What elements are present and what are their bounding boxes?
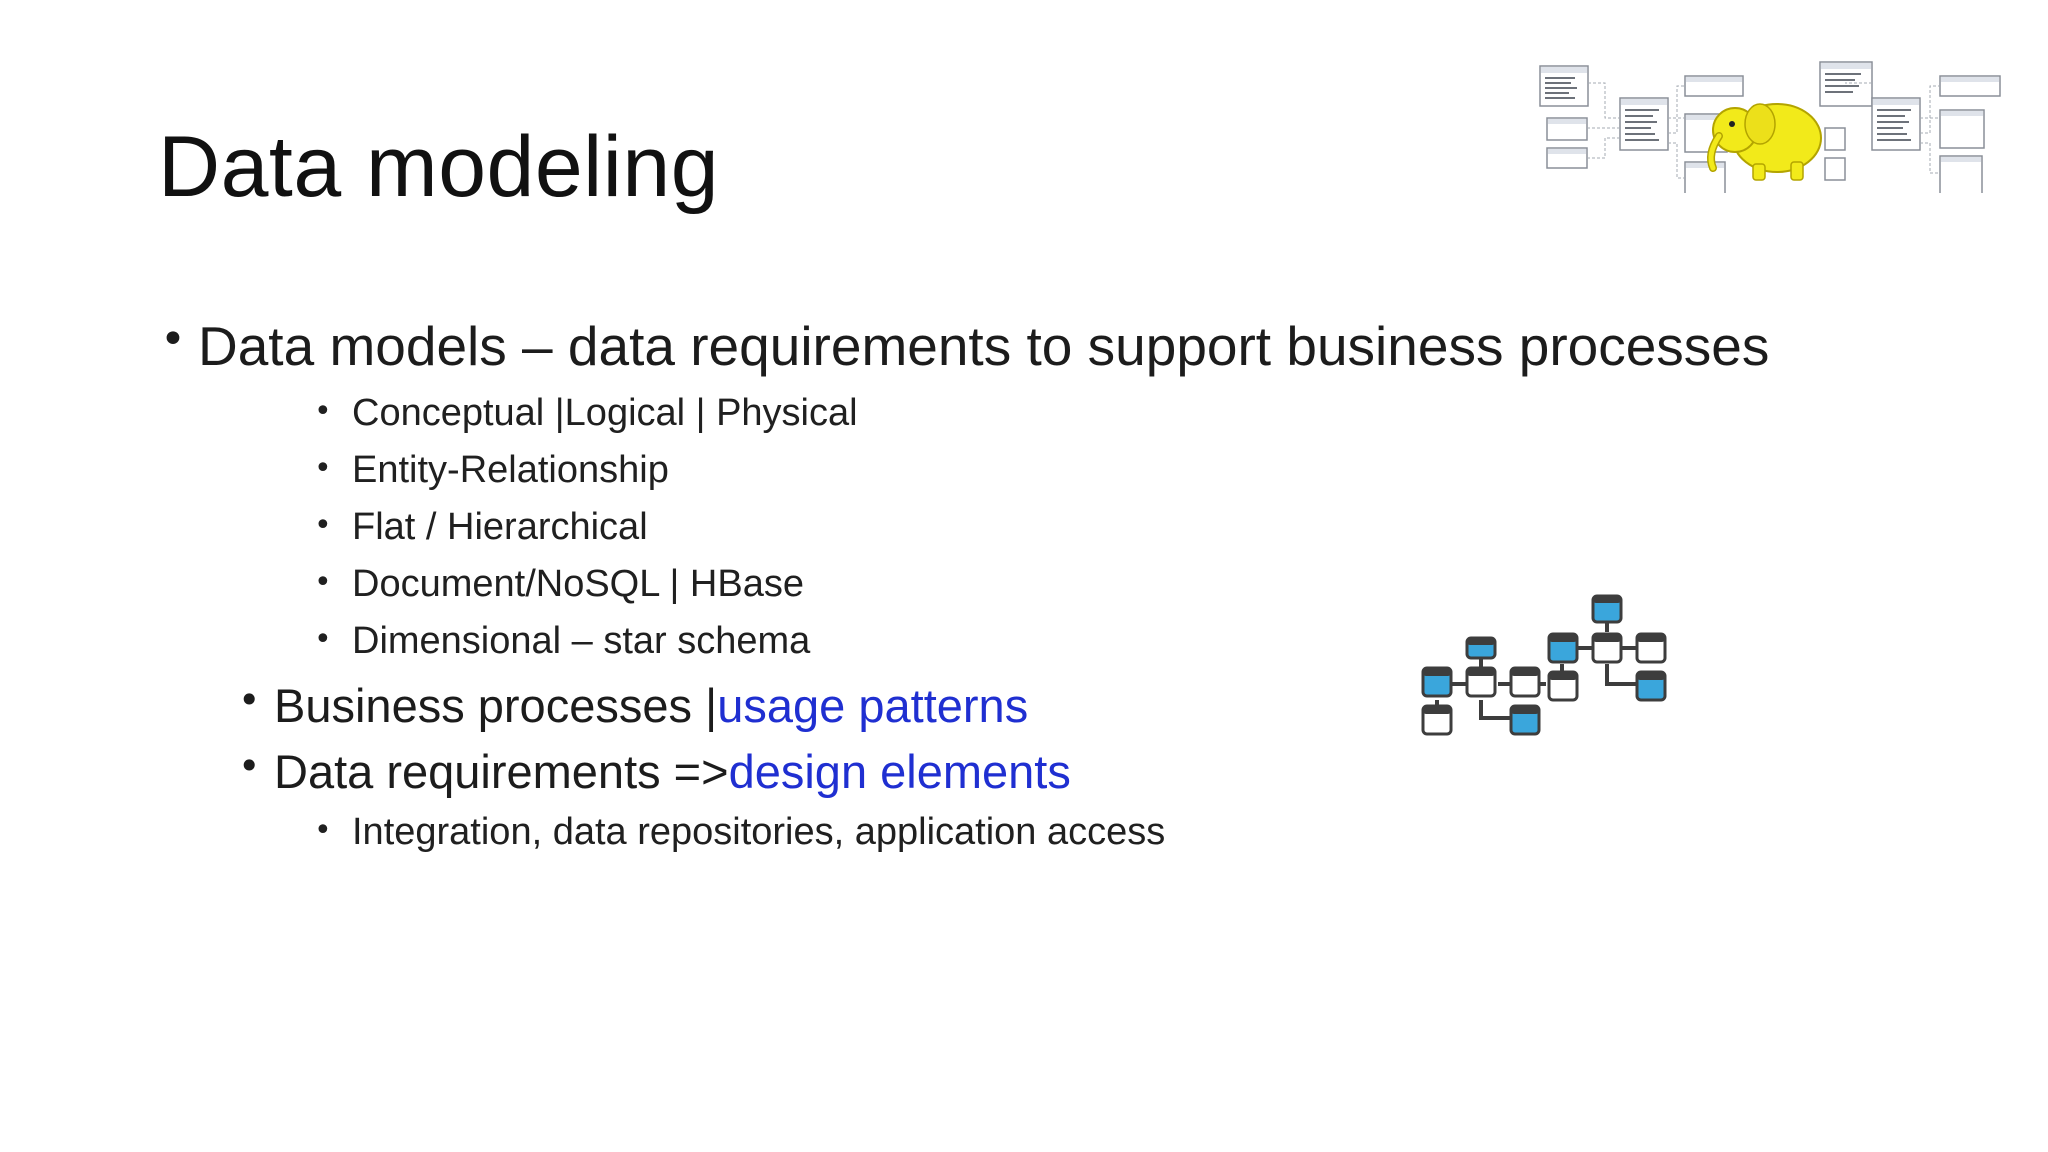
data-network-icon xyxy=(1421,594,1667,736)
accent-text: design elements xyxy=(728,745,1071,798)
bullet-text: Entity-Relationship xyxy=(352,449,669,491)
list-item: • Flat / Hierarchical xyxy=(314,506,648,549)
bullet-marker: • xyxy=(314,622,332,657)
bullet-text: Dimensional – star schema xyxy=(352,620,811,662)
list-item: • Data requirements => design elements xyxy=(238,744,1071,799)
bullet-marker: • xyxy=(238,744,261,788)
bullet-marker: • xyxy=(160,314,186,365)
accent-text: usage patterns xyxy=(717,679,1029,732)
bullet-text: Integration, data repositories, applicat… xyxy=(352,811,1166,853)
list-item: • Integration, data repositories, applic… xyxy=(314,811,1166,854)
elephant-icon xyxy=(1707,103,1822,181)
bullet-text: Document/NoSQL | HBase xyxy=(352,563,804,605)
list-item: • Dimensional – star schema xyxy=(314,620,811,663)
bullet-marker: • xyxy=(314,565,332,600)
bullet-text: Data requirements => xyxy=(274,745,729,798)
list-item: • Business processes | usage patterns xyxy=(238,678,1029,733)
bullet-marker: • xyxy=(314,508,332,543)
list-item: • Entity-Relationship xyxy=(314,449,669,492)
bullet-marker: • xyxy=(314,813,332,848)
list-item: • Conceptual |Logical | Physical xyxy=(314,392,858,435)
erd-diagram-image xyxy=(1539,61,2001,193)
bullet-marker: • xyxy=(314,451,332,486)
list-item: • Data models – data requirements to sup… xyxy=(160,314,1770,378)
slide-title: Data modeling xyxy=(158,119,720,215)
bullet-marker: • xyxy=(314,394,332,429)
bullet-text: Flat / Hierarchical xyxy=(352,506,648,548)
bullet-text: Business processes | xyxy=(274,679,718,732)
list-item: • Document/NoSQL | HBase xyxy=(314,563,804,606)
bullet-marker: • xyxy=(238,678,261,722)
bullet-text: Conceptual |Logical | Physical xyxy=(352,392,858,434)
bullet-text: Data models – data requirements to suppo… xyxy=(198,315,1770,377)
